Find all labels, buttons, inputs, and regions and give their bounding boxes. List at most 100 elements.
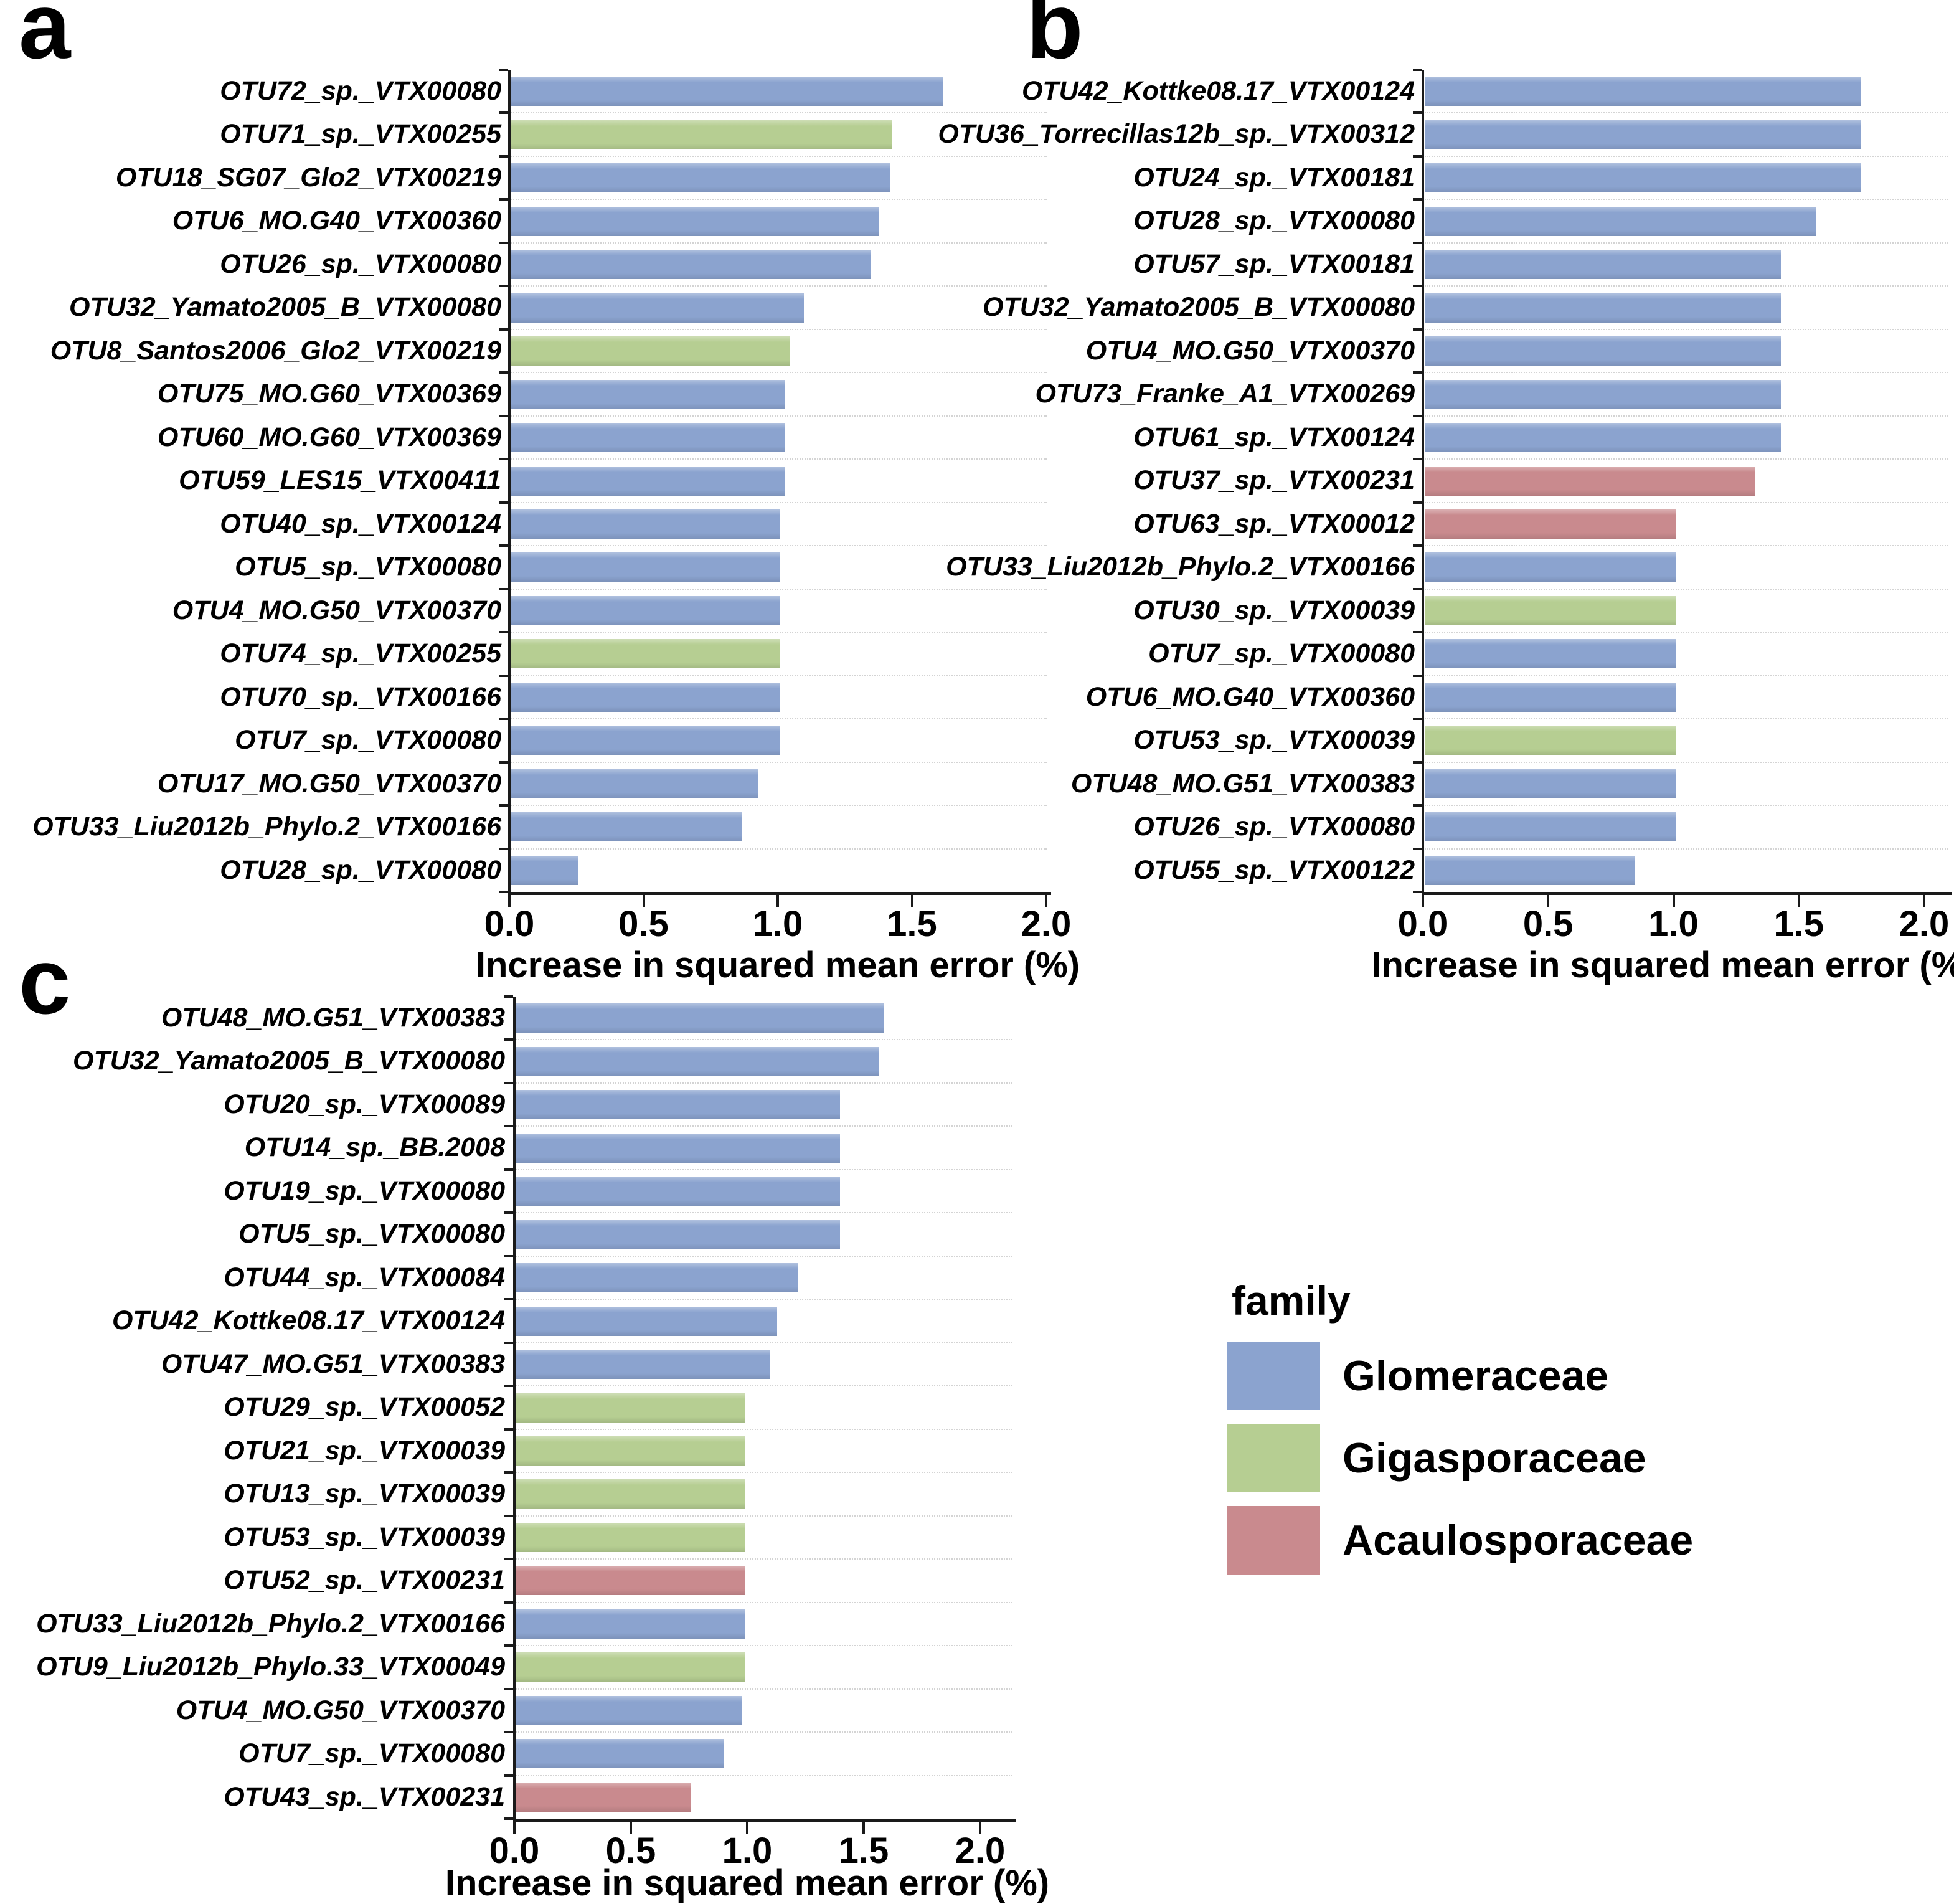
- row-separator: [516, 1645, 1012, 1646]
- otu-label: OTU40_sp._VTX00124: [9, 503, 501, 546]
- otu-bar: [516, 1047, 879, 1076]
- row-separator: [516, 1472, 1012, 1473]
- x-tick-label: 1.0: [1621, 903, 1727, 945]
- row-separator: [1425, 156, 1948, 157]
- y-tick: [499, 155, 508, 158]
- otu-bar: [516, 1739, 724, 1768]
- otu-label: OTU33_Liu2012b_Phylo.2_VTX00166: [9, 1603, 505, 1646]
- otu-bar: [511, 812, 742, 841]
- otu-label: OTU6_MO.G40_VTX00360: [9, 199, 501, 242]
- y-tick: [504, 1168, 513, 1171]
- otu-bar: [1425, 380, 1781, 409]
- otu-label: OTU13_sp._VTX00039: [9, 1472, 505, 1515]
- otu-label: OTU72_sp._VTX00080: [9, 70, 501, 113]
- otu-bar: [511, 856, 578, 885]
- otu-label: OTU71_sp._VTX00255: [9, 113, 501, 156]
- row-separator: [1425, 112, 1948, 113]
- otu-label: OTU20_sp._VTX00089: [9, 1083, 505, 1126]
- row-separator: [516, 1082, 1012, 1084]
- otu-label: OTU30_sp._VTX00039: [797, 589, 1415, 632]
- y-tick: [504, 1774, 513, 1777]
- otu-label: OTU42_Kottke08.17_VTX00124: [9, 1299, 505, 1342]
- otu-bar: [516, 1393, 745, 1423]
- row-separator: [1425, 372, 1948, 373]
- otu-bar: [516, 1003, 884, 1033]
- otu-bar: [511, 509, 780, 539]
- y-tick: [499, 675, 508, 677]
- y-tick: [1413, 588, 1422, 590]
- otu-bar: [516, 1523, 745, 1552]
- otu-label: OTU4_MO.G50_VTX00370: [9, 1689, 505, 1732]
- otu-bar: [1425, 163, 1861, 192]
- otu-label: OTU7_sp._VTX00080: [9, 719, 501, 762]
- y-tick: [499, 198, 508, 201]
- panel-letter-b: b: [1026, 0, 1083, 72]
- y-tick: [1413, 458, 1422, 460]
- x-tick-label: 1.5: [859, 903, 965, 945]
- otu-label: OTU6_MO.G40_VTX00360: [797, 676, 1415, 719]
- y-tick: [499, 761, 508, 764]
- y-axis: [1422, 70, 1424, 894]
- row-separator: [516, 1125, 1012, 1127]
- otu-label: OTU9_Liu2012b_Phylo.33_VTX00049: [9, 1646, 505, 1688]
- otu-bar: [511, 726, 780, 755]
- row-separator: [516, 1429, 1012, 1430]
- row-separator: [516, 1775, 1012, 1776]
- otu-label: OTU53_sp._VTX00039: [797, 719, 1415, 762]
- otu-label: OTU53_sp._VTX00039: [9, 1516, 505, 1559]
- otu-bar: [1425, 769, 1676, 798]
- x-tick-label: 1.0: [725, 903, 831, 945]
- otu-label: OTU5_sp._VTX00080: [9, 1213, 505, 1256]
- panel-letter-a: a: [19, 0, 70, 72]
- otu-bar: [516, 1220, 840, 1249]
- otu-bar: [511, 336, 790, 366]
- y-tick: [499, 718, 508, 720]
- row-separator: [516, 1385, 1012, 1386]
- y-tick: [499, 848, 508, 850]
- otu-label: OTU48_MO.G51_VTX00383: [797, 762, 1415, 805]
- y-tick: [504, 1038, 513, 1041]
- y-tick: [1413, 501, 1422, 504]
- y-tick: [504, 1558, 513, 1560]
- row-separator: [1425, 718, 1948, 719]
- y-tick: [499, 285, 508, 287]
- otu-label: OTU33_Liu2012b_Phylo.2_VTX00166: [9, 805, 501, 848]
- y-tick: [504, 1601, 513, 1604]
- otu-label: OTU18_SG07_Glo2_VTX00219: [9, 156, 501, 199]
- otu-label: OTU24_sp._VTX00181: [797, 156, 1415, 199]
- y-tick: [499, 458, 508, 460]
- y-tick: [499, 69, 508, 71]
- y-tick: [504, 1342, 513, 1344]
- y-tick: [1413, 761, 1422, 764]
- otu-bar: [511, 596, 780, 625]
- otu-label: OTU73_Franke_A1_VTX00269: [797, 372, 1415, 415]
- x-axis-label: Increase in squared mean error (%): [373, 944, 1182, 986]
- y-tick: [499, 415, 508, 417]
- otu-label: OTU14_sp._BB.2008: [9, 1126, 505, 1169]
- otu-bar: [1425, 509, 1676, 539]
- otu-label: OTU74_sp._VTX00255: [9, 632, 501, 675]
- row-separator: [516, 1688, 1012, 1690]
- y-tick: [499, 111, 508, 114]
- otu-label: OTU29_sp._VTX00052: [9, 1386, 505, 1429]
- x-axis-label: Increase in squared mean error (%): [342, 1862, 1152, 1904]
- y-tick: [504, 1082, 513, 1084]
- y-tick: [1413, 415, 1422, 417]
- y-tick: [504, 1298, 513, 1300]
- y-axis: [513, 997, 516, 1821]
- otu-bar: [1425, 207, 1816, 236]
- y-tick: [499, 242, 508, 244]
- otu-bar: [516, 1609, 745, 1639]
- x-tick-label: 1.5: [1746, 903, 1852, 945]
- y-axis: [508, 70, 511, 894]
- row-separator: [1425, 285, 1948, 287]
- otu-bar: [1425, 596, 1676, 625]
- legend-label-gigasporaceae: Gigasporaceae: [1343, 1434, 1646, 1482]
- otu-bar: [516, 1090, 840, 1119]
- x-tick-label: 0.5: [1495, 903, 1601, 945]
- y-tick: [1413, 631, 1422, 633]
- otu-label: OTU44_sp._VTX00084: [9, 1256, 505, 1299]
- otu-label: OTU19_sp._VTX00080: [9, 1170, 505, 1213]
- otu-label: OTU21_sp._VTX00039: [9, 1429, 505, 1472]
